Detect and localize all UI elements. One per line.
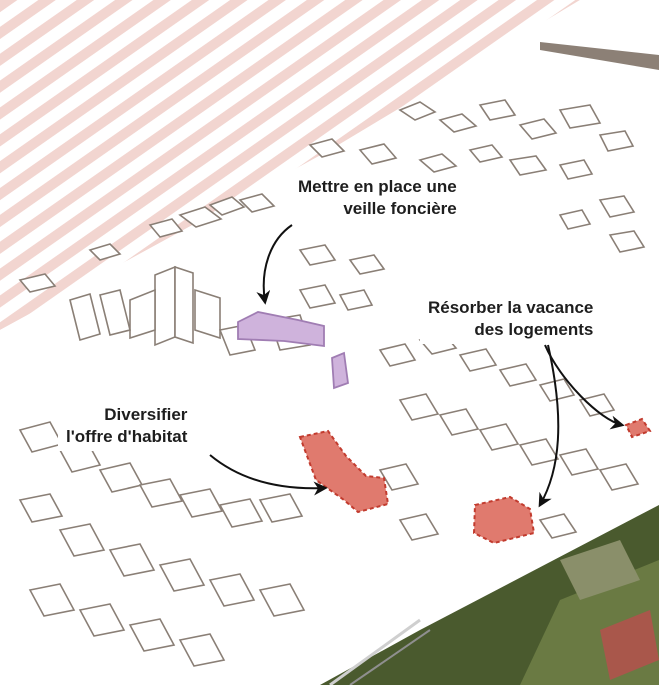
annotation-line: veille foncière — [343, 199, 457, 218]
building-outlines — [18, 99, 646, 667]
road-strip — [540, 42, 659, 70]
curved-arrow-icon — [256, 224, 293, 305]
purple-building — [237, 311, 349, 390]
annotation-offre-habitat: Diversifier l'offre d'habitat — [58, 401, 196, 451]
annotation-line: Mettre en place une — [298, 177, 457, 196]
annotation-line: Diversifier — [104, 405, 188, 424]
red-buildings — [298, 417, 652, 545]
annotation-line: Résorber la vacance — [428, 298, 594, 317]
annotation-line: l'offre d'habitat — [66, 427, 188, 446]
curved-arrow-icon — [538, 344, 560, 508]
annotation-line: des logements — [474, 320, 594, 339]
annotation-veille-fonciere: Mettre en place une veille foncière — [290, 173, 465, 223]
annotation-vacance-logements: Résorber la vacance des logements — [420, 294, 602, 344]
annotation-arrows — [209, 224, 625, 508]
aerial-photo-corner — [320, 505, 659, 685]
hatched-area — [0, 0, 580, 330]
curved-arrow-icon — [209, 454, 328, 496]
